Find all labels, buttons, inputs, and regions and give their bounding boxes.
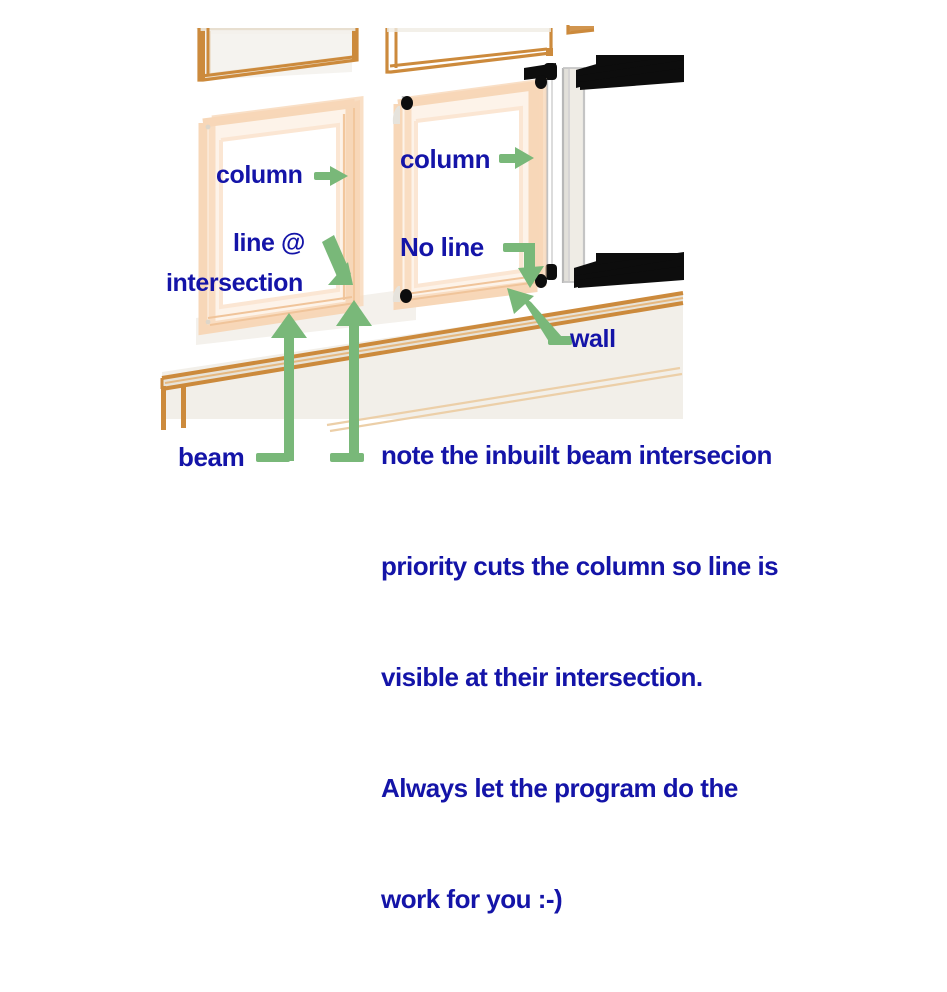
column-middle (392, 75, 547, 311)
black-beam-top (576, 55, 684, 90)
arrow-beam-1 (256, 313, 307, 462)
corner-dot-bottom-left (400, 289, 412, 303)
corner-dot-top-left (401, 96, 413, 110)
note-line-4: Always let the program do the (381, 773, 738, 803)
note-line-1: note the inbuilt beam intersecion (381, 440, 772, 470)
arrow-wall (507, 288, 572, 345)
label-no-line: No line (400, 232, 484, 262)
note-line-3: visible at their intersection. (381, 662, 703, 692)
arrow-line-intersection (322, 235, 353, 285)
black-connector-top (524, 63, 557, 80)
black-connector-bottom (545, 264, 557, 280)
screenshot-canvas: column line @ intersection column No lin… (160, 25, 779, 914)
note-line-2: priority cuts the column so line is (381, 551, 779, 581)
top-beam-middle (385, 28, 553, 74)
note-block: note the inbuilt beam intersecion priori… (381, 363, 779, 992)
label-column-middle: column (400, 144, 491, 174)
top-beam-left (196, 28, 359, 82)
note-line-5: work for you :-) (381, 884, 563, 914)
label-line-intersection-line2: intersection (166, 269, 303, 297)
top-beam-right-stub (566, 25, 595, 35)
label-wall: wall (570, 325, 616, 353)
label-column-left: column (216, 161, 303, 189)
column-left (198, 96, 364, 336)
arrow-column-middle (499, 147, 534, 169)
arrow-no-line (503, 243, 544, 288)
corner-dot-bottom-right (535, 274, 547, 288)
wall-gray-panel (561, 67, 586, 283)
label-line-intersection-line1: line @ (233, 229, 305, 257)
architectural-3d-diagram (160, 25, 684, 462)
arrow-column-left (314, 166, 348, 186)
label-beam: beam (178, 442, 245, 472)
corner-dot-top-right (535, 75, 547, 89)
black-beam-bottom (574, 252, 684, 288)
arrow-beam-2 (330, 300, 372, 462)
